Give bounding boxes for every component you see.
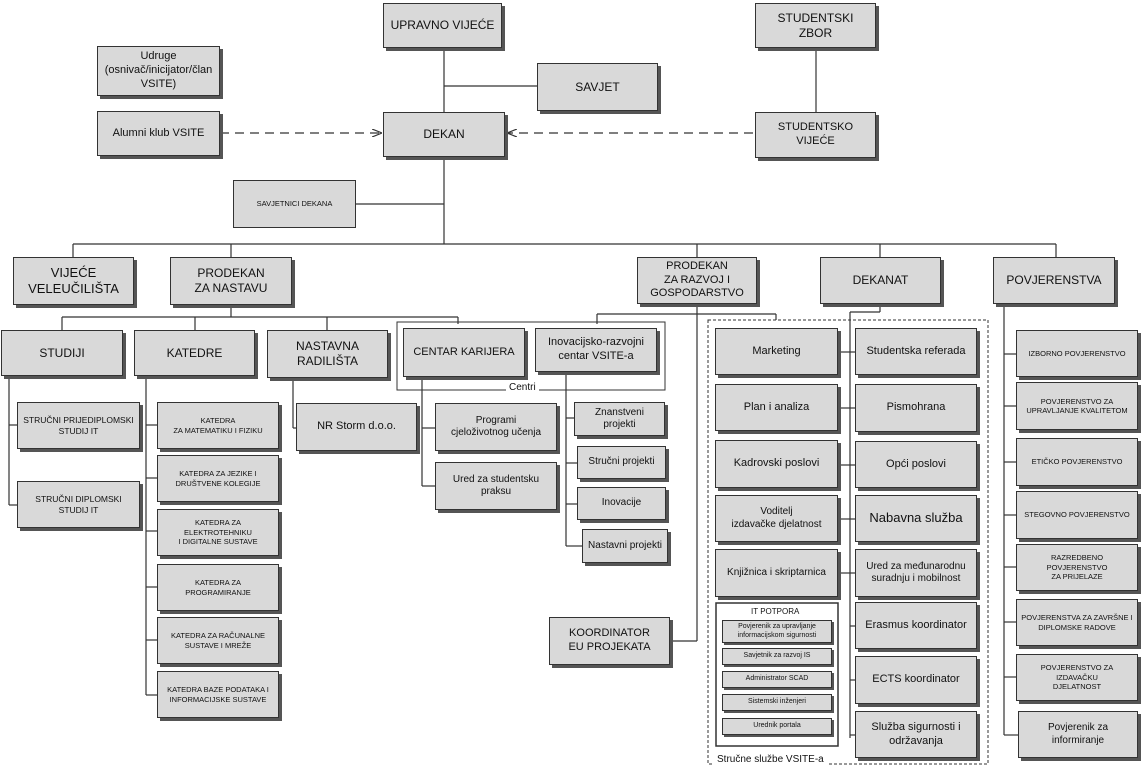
group-label-centri: Centri: [506, 382, 539, 394]
node-ured-medjunarodnu: Ured za međunarodnu suradnju i mobilnost: [855, 549, 977, 597]
node-eticko-povjerenstvo: ETIČKO POVJERENSTVO: [1016, 438, 1138, 486]
node-katedre: KATEDRE: [134, 330, 255, 376]
node-studentska-referada: Studentska referada: [855, 328, 977, 375]
node-knjiznica-skriptarnica: Knjižnica i skriptarnica: [715, 549, 838, 597]
node-alumni-klub: Alumni klub VSITE: [97, 111, 220, 156]
it-item-urednik-portala: Urednik portala: [722, 718, 832, 735]
node-povjerenstvo-izdavacku: POVJERENSTVO ZA IZDAVAČKU DJELATNOST: [1016, 654, 1138, 701]
node-ured-studentska-praksa: Ured za studentsku praksu: [435, 462, 557, 510]
node-erasmus-koordinator: Erasmus koordinator: [855, 602, 977, 649]
node-strucni-prijediplomski: STRUČNI PRIJEDIPLOMSKI STUDIJ IT: [17, 402, 140, 449]
node-katedra-baze: KATEDRA BAZE PODATAKA I INFORMACIJSKE SU…: [157, 671, 279, 718]
node-povjerenstva: POVJERENSTVA: [993, 257, 1115, 304]
node-nabavna-sluzba: Nabavna služba: [855, 495, 977, 542]
node-pismohrana: Pismohrana: [855, 384, 977, 432]
node-nr-storm: NR Storm d.o.o.: [296, 403, 417, 451]
node-nastavna-radilista: NASTAVNA RADILIŠTA: [267, 330, 388, 378]
node-stegovno-povjerenstvo: STEGOVNO POVJERENSTVO: [1016, 491, 1138, 539]
node-dekanat: DEKANAT: [820, 257, 941, 304]
node-katedra-jezici: KATEDRA ZA JEZIKE I DRUŠTVENE KOLEGIJE: [157, 455, 279, 502]
node-dekan: DEKAN: [383, 112, 505, 157]
it-item-povjerenik-sigurnost: Povjerenik za upravljanje informacijskom…: [722, 620, 832, 643]
node-studentsko-vijece: STUDENTSKO VIJEĆE: [755, 112, 876, 158]
it-item-sistemski-inzenjeri: Sistemski inženjeri: [722, 694, 832, 711]
node-inovacije: Inovacije: [577, 487, 666, 520]
node-katedra-matematika: KATEDRA ZA MATEMATIKU I FIZIKU: [157, 402, 279, 449]
node-marketing: Marketing: [715, 328, 838, 375]
it-potpora-title: IT POTPORA: [751, 607, 800, 616]
node-plan-analiza: Plan i analiza: [715, 384, 838, 431]
node-prodekan-razvoj: PRODEKAN ZA RAZVOJ I GOSPODARSTVO: [637, 257, 757, 304]
node-ects-koordinator: ECTS koordinator: [855, 656, 977, 704]
node-prodekan-nastava: PRODEKAN ZA NASTAVU: [170, 257, 292, 305]
node-strucni-projekti: Stručni projekti: [577, 446, 666, 479]
node-udruge: Udruge (osnivač/inicijator/član VSITE): [97, 46, 220, 96]
node-povjerenstva-zavrsne: POVJERENSTVA ZA ZAVRŠNE I DIPLOMSKE RADO…: [1016, 599, 1138, 646]
node-centar-karijera: CENTAR KARIJERA: [403, 328, 525, 377]
node-savjetnici-dekana: SAVJETNICI DEKANA: [233, 180, 356, 228]
node-povjerenik-informiranje: Povjerenik za informiranje: [1018, 711, 1138, 758]
it-item-administrator-scad: Administrator SCAD: [722, 671, 832, 688]
node-znanstveni-projekti: Znanstveni projekti: [574, 402, 665, 436]
node-katedra-racunalni: KATEDRA ZA RAČUNALNE SUSTAVE I MREŽE: [157, 617, 279, 664]
group-label-strucne-sluzbe: Stručne službe VSITE-a: [714, 754, 827, 766]
node-strucni-diplomski: STRUČNI DIPLOMSKI STUDIJ IT: [17, 481, 140, 528]
node-koordinator-eu: KOORDINATOR EU PROJEKATA: [549, 617, 670, 665]
node-vijece-veleucilista: VIJEĆE VELEUČILIŠTA: [13, 257, 134, 305]
node-nastavni-projekti: Nastavni projekti: [582, 529, 668, 563]
node-katedra-elektrotehnika: KATEDRA ZA ELEKTROTEHNIKU I DIGITALNE SU…: [157, 509, 279, 556]
node-katedra-programiranje: KATEDRA ZA PROGRAMIRANJE: [157, 564, 279, 611]
node-studentski-zbor: STUDENTSKI ZBOR: [755, 3, 876, 48]
node-studiji: STUDIJI: [1, 330, 123, 376]
node-opci-poslovi: Opći poslovi: [855, 441, 977, 488]
node-kadrovski-poslovi: Kadrovski poslovi: [715, 440, 838, 488]
node-savjet: SAVJET: [537, 63, 658, 111]
node-inovacijski-centar: Inovacijsko-razvojni centar VSITE-a: [535, 328, 657, 372]
node-upravno-vijece: UPRAVNO VIJEĆE: [383, 3, 502, 48]
node-sluzba-sigurnosti: Služba sigurnosti i održavanja: [855, 711, 977, 758]
node-povjerenstvo-kvaliteta: POVJERENSTVO ZA UPRAVLJANJE KVALITETOM: [1016, 382, 1138, 430]
node-razredbeno-povjerenstvo: RAZREDBENO POVJERENSTVO ZA PRIJELAZE: [1016, 544, 1138, 591]
node-izborno-povjerenstvo: IZBORNO POVJERENSTVO: [1016, 330, 1138, 377]
node-voditelj-izdavacke: Voditelj izdavačke djelatnost: [715, 495, 838, 542]
it-item-savjetnik-is: Savjetnik za razvoj IS: [722, 648, 832, 665]
node-programi-cjelozivotnog: Programi cjeloživotnog učenja: [435, 403, 557, 451]
